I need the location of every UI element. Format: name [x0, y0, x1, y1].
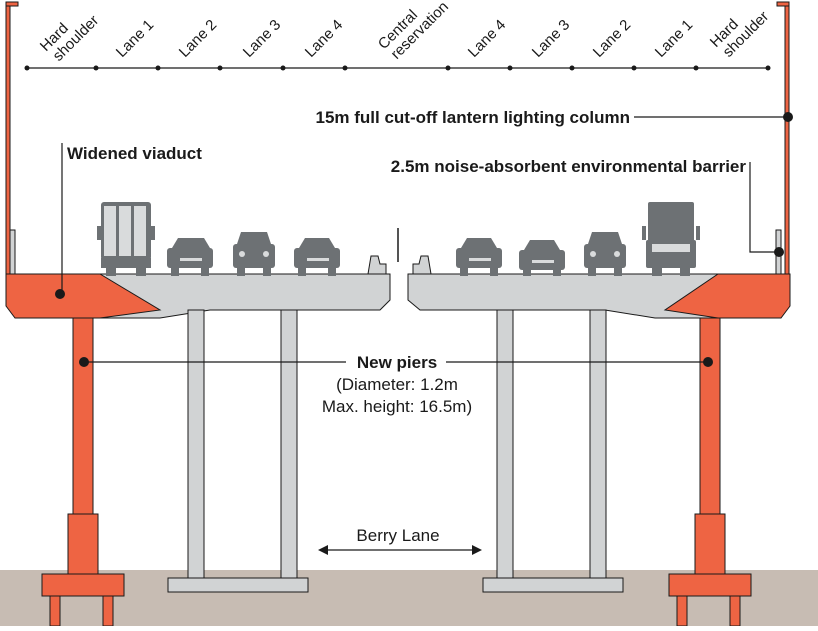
lane-labels: Hardshoulder Lane 1 Lane 2 Lane 3 Lane 4… — [37, 0, 772, 66]
lane-label: Lane 2 — [176, 16, 220, 60]
edge-barrier-left — [9, 229, 16, 275]
new-piers-label: New piers — [357, 353, 437, 372]
deck-right-widened — [663, 273, 791, 319]
car-icon — [294, 238, 340, 276]
lane-label: Lane 1 — [113, 16, 157, 60]
lane-label: Lane 3 — [529, 16, 573, 60]
van-icon — [233, 232, 275, 276]
car-icon — [456, 238, 502, 276]
lane-label: Hardshoulder — [707, 0, 772, 62]
lane-label: Lane 3 — [240, 16, 284, 60]
piers-diameter-label: (Diameter: 1.2m — [336, 375, 458, 394]
deck-left-widened — [5, 273, 162, 319]
lane-dimension-line — [24, 65, 771, 71]
car-icon — [167, 238, 213, 276]
widened-viaduct-label: Widened viaduct — [67, 144, 202, 163]
lighting-column-label: 15m full cut-off lantern lighting column — [316, 108, 631, 127]
berry-lane-label: Berry Lane — [356, 526, 439, 545]
piers-height-label: Max. height: 16.5m) — [322, 397, 472, 416]
lorry-icon — [642, 202, 700, 276]
lorry-icon — [97, 202, 155, 276]
lane-label: Lane 4 — [465, 16, 509, 60]
lane-label: Lane 1 — [652, 16, 696, 60]
central-reservation-label: Centralreservation — [375, 0, 452, 64]
callout-dots — [55, 112, 793, 367]
road-below-arrow — [318, 545, 482, 555]
existing-piers — [167, 309, 624, 593]
environmental-barrier-label: 2.5m noise-absorbent environmental barri… — [391, 157, 747, 176]
car-icon — [519, 240, 565, 276]
lane-label: Hardshoulder — [37, 1, 102, 66]
van-icon — [584, 232, 626, 276]
new-pier-right — [668, 317, 752, 627]
new-pier-left — [41, 317, 125, 627]
lane-label: Lane 2 — [590, 16, 634, 60]
central-barrier — [367, 255, 432, 275]
lane-label: Lane 4 — [302, 16, 346, 60]
